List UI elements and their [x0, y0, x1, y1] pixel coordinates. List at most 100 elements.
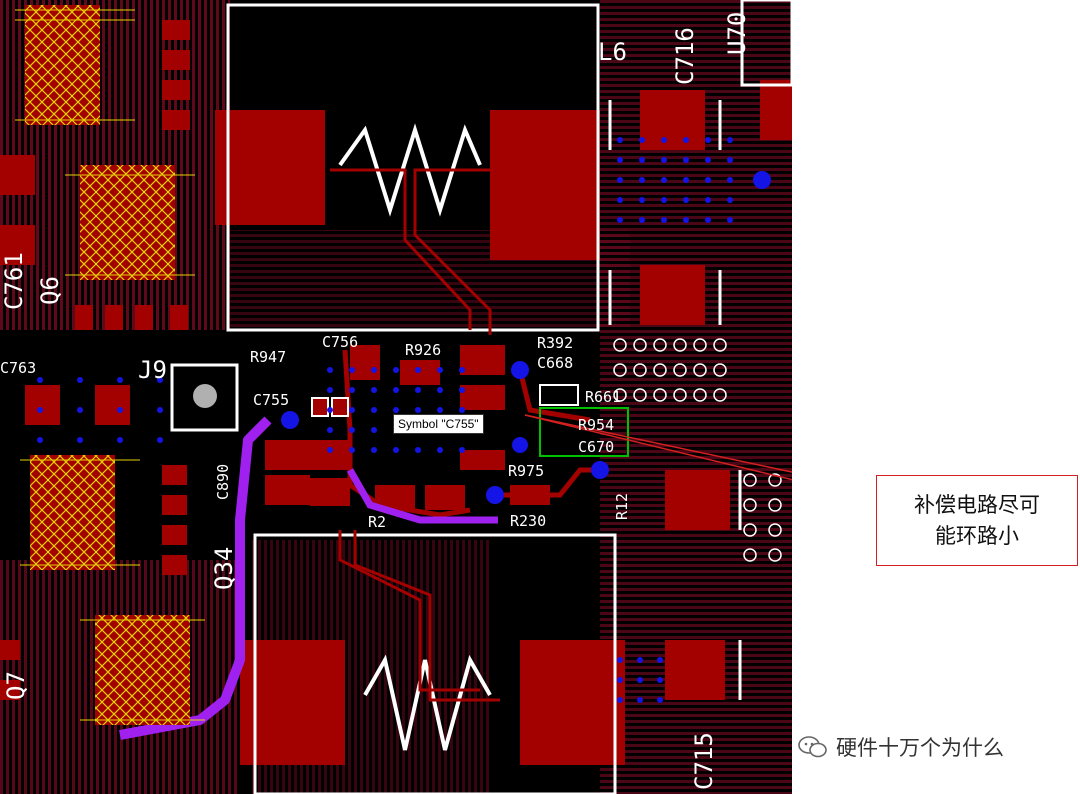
j9-via [193, 384, 217, 408]
via-ring [633, 363, 647, 377]
via [327, 367, 333, 373]
via-array [37, 137, 733, 703]
via [393, 447, 399, 453]
annotation-line-1: 补偿电路尽可 [914, 492, 1040, 517]
silk-outlines [170, 0, 792, 794]
compensation-pads [265, 345, 550, 510]
via [415, 407, 421, 413]
via [637, 677, 643, 683]
via-ring [693, 388, 707, 402]
via [617, 697, 623, 703]
label-c716: C716 [671, 27, 699, 85]
label-r954: R954 [578, 416, 614, 434]
via [157, 377, 163, 383]
via [705, 137, 711, 143]
via-rings [613, 338, 782, 562]
via [327, 387, 333, 393]
via-ring [673, 388, 687, 402]
via [705, 197, 711, 203]
via [117, 407, 123, 413]
via [393, 387, 399, 393]
label-c890: C890 [214, 464, 232, 500]
via [727, 177, 733, 183]
via [371, 367, 377, 373]
via [617, 177, 623, 183]
via-ring [713, 363, 727, 377]
via-ring [653, 338, 667, 352]
via [37, 377, 43, 383]
via-ring [613, 388, 627, 402]
via [349, 447, 355, 453]
via [639, 157, 645, 163]
wechat-icon [798, 736, 827, 758]
via [683, 137, 689, 143]
via [705, 157, 711, 163]
via [415, 447, 421, 453]
via [459, 447, 465, 453]
via [657, 697, 663, 703]
via [349, 367, 355, 373]
pcb-drawing: R947 C756 R926 R392 C668 C755 R661 R954 … [0, 0, 792, 794]
via [37, 437, 43, 443]
via [705, 177, 711, 183]
via [617, 217, 623, 223]
pcb-layout-canvas[interactable]: R947 C756 R926 R392 C668 C755 R661 R954 … [0, 0, 792, 794]
via [117, 377, 123, 383]
via-ring [743, 548, 757, 562]
via-ring [693, 338, 707, 352]
via [727, 137, 733, 143]
via [371, 407, 377, 413]
label-q6: Q6 [36, 276, 64, 305]
via-ring [653, 363, 667, 377]
via [349, 427, 355, 433]
label-r392: R392 [537, 334, 573, 352]
label-q34: Q34 [210, 547, 238, 590]
label-r230: R230 [510, 512, 546, 530]
label-r975: R975 [508, 462, 544, 480]
via [157, 407, 163, 413]
label-r947: R947 [250, 348, 286, 366]
via [639, 197, 645, 203]
via [349, 407, 355, 413]
via [639, 217, 645, 223]
via [657, 657, 663, 663]
label-c761: C761 [0, 252, 28, 310]
via [437, 407, 443, 413]
via [415, 367, 421, 373]
via [393, 367, 399, 373]
copper-pads [0, 80, 792, 765]
via [657, 677, 663, 683]
label-l6: L6 [598, 38, 627, 66]
via [459, 367, 465, 373]
via [661, 197, 667, 203]
label-c670: C670 [578, 438, 614, 456]
via [437, 387, 443, 393]
via [683, 217, 689, 223]
via [637, 657, 643, 663]
via [157, 437, 163, 443]
via-ring [713, 338, 727, 352]
via [437, 367, 443, 373]
via [683, 157, 689, 163]
label-r2: R2 [368, 513, 386, 531]
via-ring [713, 388, 727, 402]
highlight-box [539, 407, 629, 457]
via [327, 447, 333, 453]
via [617, 137, 623, 143]
via-ring [613, 363, 627, 377]
via [661, 177, 667, 183]
via [683, 177, 689, 183]
via [459, 407, 465, 413]
via [117, 437, 123, 443]
via [327, 427, 333, 433]
via-ring [693, 363, 707, 377]
via [617, 197, 623, 203]
via [727, 217, 733, 223]
via [661, 217, 667, 223]
label-u70: U70 [723, 12, 751, 55]
via [705, 217, 711, 223]
via [639, 137, 645, 143]
via [661, 157, 667, 163]
silkscreen-labels: R947 C756 R926 R392 C668 C755 R661 R954 … [0, 12, 751, 790]
via-ring [613, 338, 627, 352]
